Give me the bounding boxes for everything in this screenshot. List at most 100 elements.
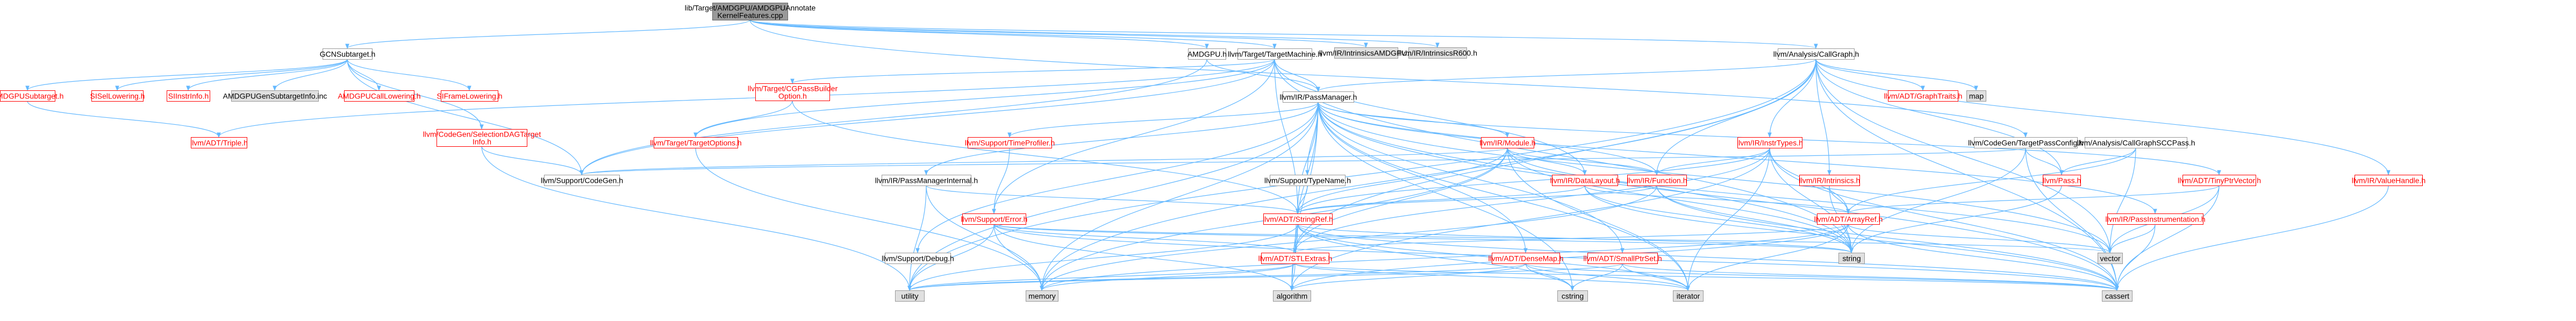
node-tm[interactable]: llvm/Target/TargetMachine.h bbox=[1228, 48, 1322, 60]
node-cg[interactable]: llvm/Analysis/CallGraph.h bbox=[1773, 48, 1859, 60]
edge-line bbox=[907, 224, 994, 291]
node-amdgpucall[interactable]: AMDGPUCallLowering.h bbox=[338, 90, 421, 102]
edge-line bbox=[1318, 102, 1625, 253]
node-label: map bbox=[1969, 92, 1984, 101]
edge-line bbox=[1769, 147, 1854, 253]
dependency-edge-amdgpusub-to-triple bbox=[27, 101, 221, 138]
node-string[interactable]: string bbox=[1838, 253, 1865, 264]
node-triple[interactable]: llvm/ADT/Triple.h bbox=[190, 137, 248, 148]
node-passinstr[interactable]: llvm/IR/PassInstrumentation.h bbox=[2106, 213, 2206, 225]
node-pass[interactable]: llvm/Pass.h bbox=[2043, 175, 2081, 186]
edge-line bbox=[579, 59, 1275, 175]
dependency-edge-module-to-iterator bbox=[1507, 147, 1690, 291]
node-debug[interactable]: llvm/Support/Debug.h bbox=[882, 253, 954, 264]
node-valuehandle[interactable]: llvm/IR/ValueHandle.h bbox=[2352, 175, 2425, 186]
node-iterator[interactable]: iterator bbox=[1673, 290, 1704, 302]
dependency-edge-instrtypes-to-stlextras bbox=[1293, 147, 1770, 253]
node-tpconfig[interactable]: llvm/CodeGen/TargetPassConfig.h bbox=[1968, 137, 2084, 148]
edge-line bbox=[1293, 147, 1770, 253]
node-box bbox=[441, 90, 498, 102]
dependency-edge-arrayref-to-vector bbox=[1848, 224, 2112, 253]
node-graphtraits[interactable]: llvm/ADT/GraphTraits.h bbox=[1884, 90, 1963, 102]
edge-line bbox=[1622, 263, 2119, 291]
edge-line bbox=[926, 185, 1300, 214]
dependency-edge-passmanager-to-stringref bbox=[1296, 102, 1319, 214]
edge-line bbox=[1525, 263, 1690, 291]
node-label: SIFrameLowering.h bbox=[437, 92, 502, 101]
node-cassert[interactable]: cassert bbox=[2102, 290, 2133, 302]
node-densemap[interactable]: llvm/ADT/DenseMap.h bbox=[1488, 253, 1564, 264]
node-label: llvm/IR/PassManagerInternal.h bbox=[875, 176, 978, 185]
node-pminternal[interactable]: llvm/IR/PassManagerInternal.h bbox=[875, 175, 978, 186]
edge-line bbox=[1849, 147, 2026, 253]
node-algorithm[interactable]: algorithm bbox=[1273, 290, 1311, 302]
node-module[interactable]: llvm/IR/Module.h bbox=[1479, 137, 1536, 148]
node-intrinsics[interactable]: llvm/IR/Intrinsics.h bbox=[1799, 175, 1861, 186]
node-stlextras[interactable]: llvm/ADT/STLExtras.h bbox=[1258, 253, 1333, 264]
node-root[interactable]: lib/Target/AMDGPU/AMDGPUAnnotateKernelFe… bbox=[685, 3, 816, 20]
node-label: llvm/ADT/STLExtras.h bbox=[1258, 254, 1333, 263]
node-datalayout[interactable]: llvm/IR/DataLayout.h bbox=[1550, 175, 1620, 186]
node-targetoptions[interactable]: llvm/Target/TargetOptions.h bbox=[650, 137, 742, 148]
edge-line bbox=[345, 19, 750, 49]
dependency-edge-passmanager-to-utility bbox=[907, 102, 1319, 291]
node-tinyptr[interactable]: llvm/ADT/TinyPtrVector.h bbox=[2178, 175, 2261, 186]
node-function[interactable]: llvm/IR/Function.h bbox=[1627, 175, 1687, 186]
node-siinstr[interactable]: SIInstrInfo.h bbox=[167, 90, 210, 102]
node-passmanager[interactable]: llvm/IR/PassManager.h bbox=[1280, 91, 1357, 103]
node-siframe[interactable]: SIFrameLowering.h bbox=[437, 90, 503, 102]
node-vector[interactable]: vector bbox=[2098, 253, 2123, 264]
node-memory[interactable]: memory bbox=[1026, 290, 1058, 302]
dependency-edge-smallptrset-to-cassert bbox=[1622, 263, 2119, 291]
node-timeprofiler[interactable]: llvm/Support/TimeProfiler.h bbox=[965, 137, 1055, 148]
edge-line bbox=[481, 146, 584, 175]
edge-line bbox=[217, 59, 1275, 138]
node-map[interactable]: map bbox=[1966, 90, 1986, 102]
edge-line bbox=[1686, 147, 1770, 291]
node-intr_r600[interactable]: llvm/IR/IntrinsicsR600.h bbox=[1398, 47, 1477, 59]
node-instrtypes[interactable]: llvm/IR/InstrTypes.h bbox=[1737, 137, 1803, 148]
node-amdgpusub[interactable]: AMDGPUSubtarget.h bbox=[0, 90, 63, 102]
dependency-edge-stlextras-to-iterator bbox=[1294, 263, 1690, 291]
node-arrayref[interactable]: llvm/ADT/ArrayRef.h bbox=[1814, 213, 1883, 225]
edge-line bbox=[579, 147, 1508, 175]
node-amdgpugen[interactable]: AMDGPUGenSubtargetInfo.inc bbox=[223, 90, 327, 102]
node-label: SIInstrInfo.h bbox=[168, 92, 209, 101]
node-sisel[interactable]: SISelLowering.h bbox=[90, 90, 145, 102]
node-box bbox=[1974, 137, 2078, 148]
edge-line bbox=[1656, 185, 1854, 253]
dependency-edge-arrayref-to-cassert bbox=[1848, 224, 2119, 291]
node-cstring[interactable]: cstring bbox=[1557, 290, 1588, 302]
node-intr_amdgpu[interactable]: llvm/IR/IntrinsicsAMDGPU.h bbox=[1319, 47, 1413, 59]
node-gcnsub[interactable]: GCNSubtarget.h bbox=[320, 48, 376, 60]
node-amdgpuh[interactable]: AMDGPU.h bbox=[1187, 48, 1227, 60]
node-smallptrset[interactable]: llvm/ADT/SmallPtrSet.h bbox=[1583, 253, 1662, 264]
node-codegen[interactable]: llvm/Support/CodeGen.h bbox=[541, 175, 623, 186]
node-layer: lib/Target/AMDGPU/AMDGPUAnnotateKernelFe… bbox=[0, 3, 2425, 302]
edge-line bbox=[1507, 147, 1659, 175]
node-label: Info.h bbox=[473, 138, 491, 146]
edge-line bbox=[1296, 185, 1585, 214]
dependency-edge-arrayref-to-stlextras bbox=[1293, 224, 1849, 253]
node-box bbox=[1273, 290, 1311, 302]
dependency-edge-instrtypes-to-iterator bbox=[1686, 147, 1770, 291]
node-typename[interactable]: llvm/Support/TypeName.h bbox=[1264, 175, 1351, 186]
edge-line bbox=[1297, 224, 1575, 291]
edge-line bbox=[1815, 59, 2391, 175]
dependency-edge-pminternal-to-memory bbox=[926, 185, 1044, 291]
node-label: llvm/IR/IntrinsicsAMDGPU.h bbox=[1319, 49, 1413, 58]
node-cgscc[interactable]: llvm/Analysis/CallGraphSCCPass.h bbox=[2077, 137, 2195, 148]
node-box bbox=[1799, 175, 1860, 186]
edge-line bbox=[115, 59, 348, 91]
edge-line bbox=[1686, 224, 1849, 291]
node-utility[interactable]: utility bbox=[895, 290, 925, 302]
node-stringref[interactable]: llvm/ADT/StringRef.h bbox=[1263, 213, 1333, 225]
edge-line bbox=[1274, 59, 1320, 92]
node-error[interactable]: llvm/Support/Error.h bbox=[961, 213, 1028, 225]
node-box bbox=[2183, 175, 2256, 186]
node-label: llvm/Target/TargetMachine.h bbox=[1228, 50, 1322, 59]
dependency-edge-stringref-to-cstring bbox=[1297, 224, 1575, 291]
